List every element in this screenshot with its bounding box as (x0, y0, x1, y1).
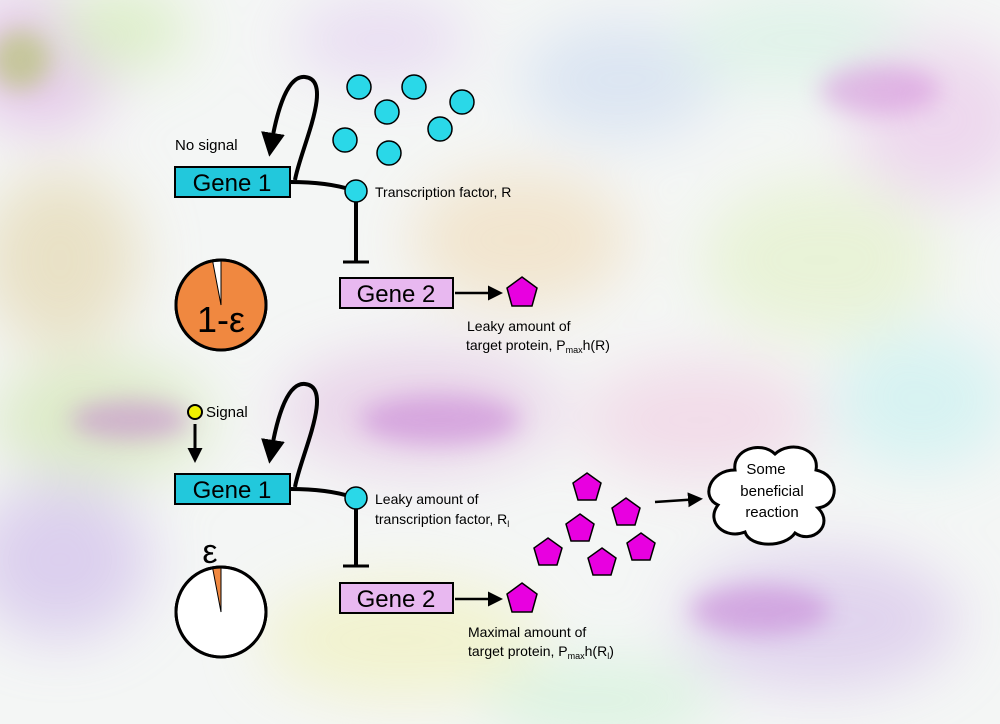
protein-pentagon (533, 537, 563, 566)
beneficial-reaction-cloud: Some beneficial reaction (707, 445, 836, 546)
top-autoregulation-loop (261, 75, 319, 181)
top-probability-pie: 1-ε (174, 258, 268, 352)
bottom-tf-line1: Leaky amount of (375, 491, 479, 507)
top-tf-label: Transcription factor, R (375, 184, 511, 200)
tf-molecule (346, 74, 372, 100)
top-output-line2: target protein, Pmaxh(R) (466, 337, 610, 355)
protein-cluster (533, 472, 656, 576)
bottom-probability-pie: ε (174, 533, 268, 659)
top-panel: No signal Gene 1 Transcription factor, R… (174, 74, 610, 355)
bottom-tf-circle (344, 486, 368, 510)
tf-molecule-cluster (332, 74, 475, 166)
top-pie-label: 1-ε (197, 299, 245, 340)
tf-molecule (449, 89, 475, 115)
top-gene1-label: Gene 1 (193, 170, 272, 197)
bottom-gene1-label: Gene 1 (193, 477, 272, 504)
protein-pentagon (565, 513, 595, 542)
cloud-line2: beneficial (740, 483, 803, 500)
bottom-gene2-box (339, 582, 454, 614)
top-gene2-box (339, 277, 454, 309)
signal-molecule (187, 404, 203, 420)
protein-pentagon (626, 532, 656, 561)
top-protein-pentagon (506, 276, 538, 307)
cloud-line1: Some (746, 461, 785, 478)
bottom-pie-label: ε (202, 533, 217, 571)
bottom-autoregulation-loop (261, 382, 319, 488)
top-tf-link (289, 180, 353, 192)
protein-pentagon (587, 547, 617, 576)
top-tf-circle (344, 179, 368, 203)
tf-molecule (401, 74, 427, 100)
top-output-line1: Leaky amount of (467, 318, 571, 334)
top-gene2-label: Gene 2 (357, 281, 436, 308)
tf-molecule (376, 140, 402, 166)
bottom-panel: Signal Gene 1 Leaky amount of transcript… (174, 382, 836, 661)
bottom-tf-link (289, 487, 353, 499)
protein-pentagon (572, 472, 602, 501)
tf-molecule (374, 99, 400, 125)
protein-pentagon (611, 497, 641, 526)
bottom-output-line1: Maximal amount of (468, 624, 586, 640)
bottom-protein-pentagon (506, 582, 538, 613)
bottom-signal-label: Signal (206, 404, 248, 421)
cloud-line3: reaction (745, 504, 798, 521)
bottom-tf-line2: transcription factor, Rl (375, 511, 509, 529)
top-signal-label: No signal (175, 137, 238, 154)
bottom-gene2-label: Gene 2 (357, 586, 436, 613)
tf-molecule (332, 127, 358, 153)
reaction-arrow (654, 492, 703, 508)
bottom-output-line2: target protein, Pmaxh(Rl) (468, 643, 614, 661)
tf-molecule (427, 116, 453, 142)
